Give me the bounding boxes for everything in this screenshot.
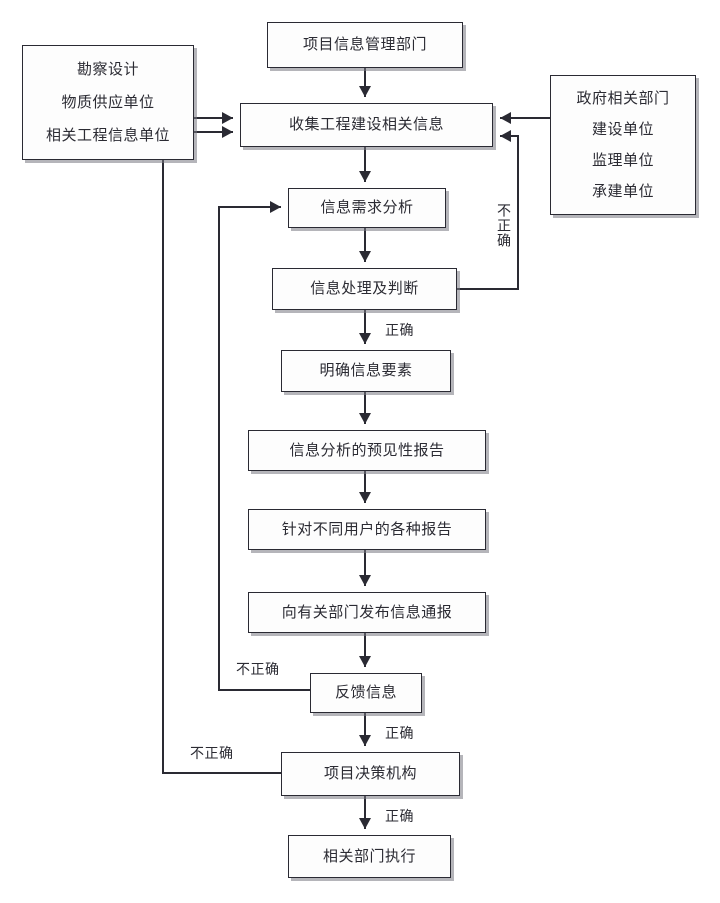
node-label: 收集工程建设相关信息: [288, 115, 444, 134]
node-label: 建设单位: [591, 119, 654, 138]
edge-e-process-to-clarify: [359, 310, 371, 344]
edge-e-clarify-to-report: [359, 392, 371, 424]
node-label: 勘察设计: [76, 59, 139, 78]
node-label: 相关部门执行: [322, 846, 416, 865]
node-label: 项目决策机构: [323, 764, 417, 783]
node-publish-bulletin[interactable]: 向有关部门发布信息通报: [248, 592, 486, 633]
node-label: 信息处理及判断: [310, 279, 419, 298]
node-label: 反馈信息: [334, 683, 397, 702]
edge-e-collect-to-demand: [359, 147, 371, 182]
node-user-reports[interactable]: 针对不同用户的各种报告: [248, 509, 486, 550]
node-label: 政府相关部门: [576, 88, 670, 107]
node-label: 明确信息要素: [319, 361, 413, 380]
edge-label-label-correct-1: 正确: [385, 323, 414, 339]
node-collect-info[interactable]: 收集工程建设相关信息: [240, 103, 493, 147]
node-label: 信息需求分析: [320, 198, 414, 217]
edge-e-publish-to-feedback: [359, 633, 371, 667]
node-process-judge[interactable]: 信息处理及判断: [272, 268, 457, 310]
edge-label-label-correct-3: 正确: [385, 809, 414, 825]
node-decision-body[interactable]: 项目决策机构: [281, 752, 460, 796]
node-label: 监理单位: [591, 150, 654, 169]
node-label: 物质供应单位: [61, 92, 155, 111]
edge-e-feedback-to-decision: [359, 713, 371, 746]
edge-e-demand-to-process: [359, 228, 371, 262]
node-label: 项目信息管理部门: [302, 35, 427, 54]
node-sources-right[interactable]: 政府相关部门建设单位监理单位承建单位: [550, 75, 696, 215]
node-label: 向有关部门发布信息通报: [281, 602, 453, 621]
edge-e-left-to-collect: [194, 112, 233, 124]
node-feedback-info[interactable]: 反馈信息: [310, 673, 422, 713]
node-predictive-report[interactable]: 信息分析的预见性报告: [248, 430, 486, 471]
edge-e-users-to-publish: [359, 550, 371, 586]
node-label: 信息分析的预见性报告: [289, 440, 445, 459]
edge-label-label-incorrect-right: 不正确: [495, 203, 511, 248]
node-demand-analysis[interactable]: 信息需求分析: [288, 188, 446, 228]
edge-e-right-to-collect: [500, 112, 550, 124]
edge-e-report-to-users: [359, 471, 371, 503]
node-info-mgmt-dept[interactable]: 项目信息管理部门: [267, 22, 463, 68]
edge-label-label-incorrect-decision: 不正确: [190, 746, 234, 762]
edge-e-decision-to-execute: [359, 796, 371, 829]
edge-label-label-incorrect-feedback: 不正确: [236, 662, 280, 678]
node-clarify-elements[interactable]: 明确信息要素: [281, 350, 451, 392]
node-label: 针对不同用户的各种报告: [281, 519, 453, 538]
edge-label-label-correct-2: 正确: [385, 726, 414, 742]
node-sources-left[interactable]: 勘察设计物质供应单位相关工程信息单位: [22, 45, 194, 160]
node-label: 承建单位: [591, 181, 654, 200]
node-label: 相关工程信息单位: [45, 125, 170, 144]
edge-e-mgmt-to-collect: [359, 68, 371, 97]
node-dept-execute[interactable]: 相关部门执行: [288, 835, 451, 878]
